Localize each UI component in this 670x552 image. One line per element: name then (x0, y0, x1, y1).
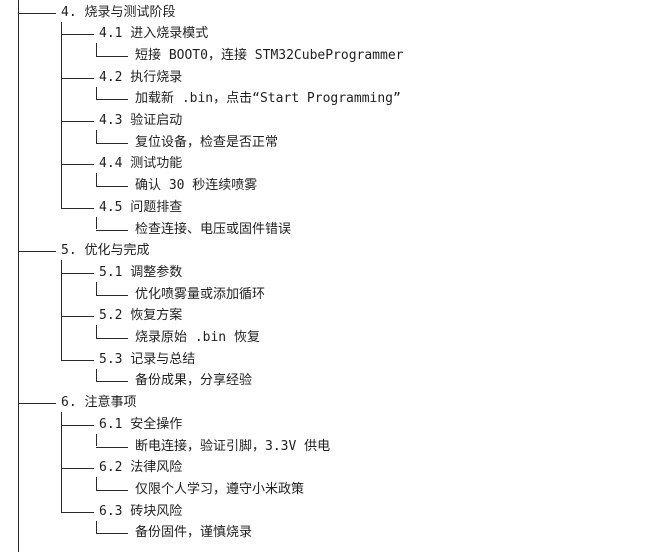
detail-branch-line (96, 142, 128, 144)
detail-text: 检查连接、电压或固件错误 (135, 221, 292, 237)
subsection-branch-line (61, 424, 94, 426)
root-trunk-line (18, 0, 19, 552)
subsection-branch-line (61, 272, 94, 274)
detail-text: 复位设备，检查是否正常 (135, 134, 279, 150)
subsection-heading: 6.2 法律风险 (99, 460, 183, 476)
subsection-heading: 4.3 验证启动 (99, 113, 183, 128)
section-heading: 4. 烧录与测试阶段 (61, 4, 176, 20)
subsection-branch-line (61, 468, 94, 470)
detail-text: 确认 30 秒连续喷雾 (135, 178, 258, 194)
subsection-heading: 6.1 安全操作 (99, 416, 183, 432)
subsection-branch-line (61, 359, 94, 361)
subsection-branch-line (61, 34, 94, 36)
subsection-heading: 4.2 执行烧录 (99, 69, 183, 85)
subsection-branch-line (61, 121, 94, 122)
detail-branch-line (96, 338, 128, 339)
subsection-trunk-line (61, 21, 62, 208)
detail-branch-line (96, 381, 128, 383)
detail-text: 烧录原始 .bin 恢复 (135, 330, 260, 345)
subsection-heading: 5.1 调整参数 (99, 264, 183, 280)
subsection-heading: 4.5 问题排查 (99, 199, 183, 215)
detail-text: 加载新 .bin，点击“Start Programming” (135, 91, 401, 107)
detail-text: 短接 BOOT0，连接 STM32CubeProgrammer (135, 47, 404, 63)
detail-branch-line (96, 489, 128, 491)
section-branch-line (18, 251, 56, 253)
subsection-heading: 6.3 砖块风险 (99, 503, 183, 519)
detail-connector-line (96, 477, 97, 490)
section-heading: 6. 注意事项 (61, 395, 137, 411)
detail-branch-line (96, 446, 128, 448)
detail-connector-line (96, 368, 97, 382)
detail-connector-line (96, 520, 97, 534)
detail-connector-line (96, 43, 97, 56)
detail-connector-line (96, 86, 97, 100)
subsection-heading: 5.2 恢复方案 (99, 308, 183, 324)
detail-connector-line (96, 433, 97, 447)
subsection-heading: 4.4 测试功能 (99, 156, 183, 172)
detail-branch-line (96, 55, 128, 57)
detail-text: 断电连接，验证引脚，3.3V 供电 (135, 438, 331, 454)
detail-connector-line (96, 216, 97, 230)
subsection-branch-line (61, 511, 94, 513)
detail-branch-line (96, 99, 128, 101)
detail-branch-line (96, 186, 128, 188)
section-heading: 5. 优化与完成 (61, 243, 150, 259)
detail-connector-line (96, 173, 97, 187)
detail-connector-line (96, 325, 97, 338)
subsection-branch-line (61, 77, 94, 79)
subsection-trunk-line (61, 412, 62, 512)
detail-connector-line (96, 130, 97, 143)
subsection-branch-line (61, 207, 94, 209)
subsection-heading: 5.3 记录与总结 (99, 351, 196, 367)
section-branch-line (18, 403, 56, 405)
subsection-heading: 4.1 进入烧录模式 (99, 26, 209, 42)
subsection-branch-line (61, 316, 94, 318)
detail-text: 仅限个人学习，遵守小米政策 (135, 481, 305, 497)
detail-text: 备份成果，分享经验 (135, 373, 253, 389)
detail-branch-line (96, 294, 128, 296)
detail-branch-line (96, 533, 128, 535)
detail-text: 优化喷雾量或添加循环 (135, 286, 266, 302)
subsection-trunk-line (61, 260, 62, 360)
detail-connector-line (96, 281, 97, 295)
subsection-branch-line (61, 164, 94, 166)
detail-branch-line (96, 229, 128, 231)
detail-text: 备份固件，谨慎烧录 (135, 525, 253, 541)
section-branch-line (18, 12, 56, 14)
